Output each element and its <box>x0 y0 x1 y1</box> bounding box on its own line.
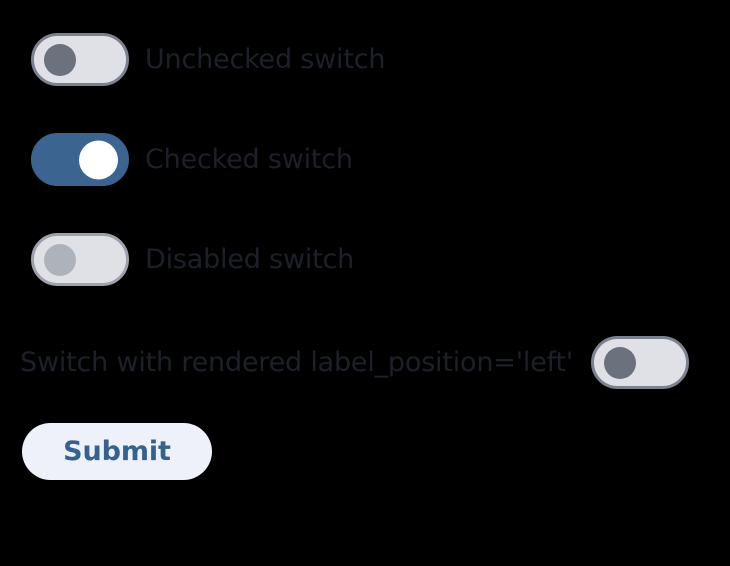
switch-row-checked: Checked switch <box>31 133 353 186</box>
switch-label-checked: Checked switch <box>145 144 353 175</box>
switch-knob-icon <box>79 140 118 179</box>
switch-label-unchecked: Unchecked switch <box>145 44 386 75</box>
switch-disabled <box>31 233 129 286</box>
submit-button[interactable]: Submit <box>22 423 212 480</box>
switch-knob-icon <box>44 43 76 76</box>
switch-label-left-position: Switch with rendered label_position='lef… <box>20 347 574 378</box>
switch-knob-icon <box>44 243 76 276</box>
switch-row-left-label: Switch with rendered label_position='lef… <box>20 336 690 389</box>
switch-row-unchecked: Unchecked switch <box>31 33 385 86</box>
switch-left-label[interactable] <box>591 336 690 389</box>
switch-row-disabled: Disabled switch <box>31 233 354 286</box>
switch-checked[interactable] <box>31 133 129 186</box>
switch-label-disabled: Disabled switch <box>145 244 355 275</box>
switch-unchecked[interactable] <box>31 33 129 86</box>
switch-knob-icon <box>604 346 637 379</box>
